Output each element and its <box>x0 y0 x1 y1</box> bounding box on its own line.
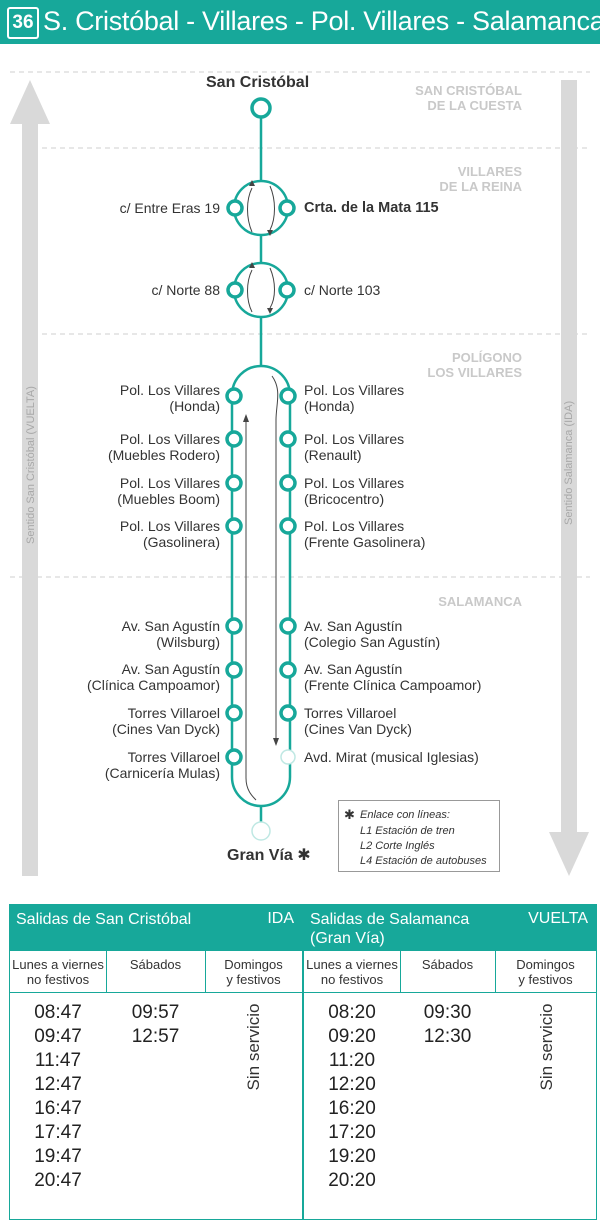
stop-markers <box>225 97 297 766</box>
right-arrow-head <box>549 832 589 876</box>
stop-marker <box>279 661 297 679</box>
left-arrow-shaft <box>22 124 38 876</box>
column-saturdays: Sábados <box>106 951 205 1219</box>
stop-left: c/ Norte 88 <box>151 282 220 298</box>
left-direction-label: Sentido San Cristóbal (VUELTA) <box>25 386 37 544</box>
timetable-header: Salidas de Salamanca(Gran Vía) VUELTA <box>304 905 596 951</box>
stop-left: Av. San Agustín(Clínica Campoamor) <box>86 661 220 693</box>
timetable-ida: Salidas de San Cristóbal IDA Lunes a vie… <box>9 904 303 1220</box>
timetable-vuelta: Salidas de Salamanca(Gran Vía) VUELTA Lu… <box>303 904 597 1220</box>
no-service-label: Sin servicio <box>244 1003 263 1091</box>
stop-marker <box>225 430 243 448</box>
timetable-title: Salidas de Salamanca(Gran Vía) <box>310 911 470 947</box>
stop-right: Av. San Agustín(Frente Clínica Campoamor… <box>304 661 482 693</box>
legend-title: Enlace con líneas: <box>360 809 450 821</box>
stop-marker <box>279 387 297 405</box>
stop-marker <box>225 387 243 405</box>
legend-line: L2 Corte Inglés <box>360 840 435 852</box>
column-header: Sábados <box>421 957 474 972</box>
stop-marker-avd-mirat <box>280 749 296 765</box>
column-saturdays: Sábados <box>400 951 495 1219</box>
stop-left: Torres Villaroel(Carnicería Mulas) <box>104 749 220 781</box>
stop-right: Crtа. de la Mata 115 <box>304 200 439 216</box>
route-diagram <box>10 71 590 876</box>
timetable-header: Salidas de San Cristóbal IDA <box>10 905 302 951</box>
stop-right: Torres Villaroel(Cines Van Dyck) <box>304 705 412 737</box>
legend-box: ✱ Enlace con líneas: L1 Estación de tren… <box>338 800 500 872</box>
stop-right: Avd. Mirat (musical Iglesias) <box>304 749 479 765</box>
stop-right: Av. San Agustín(Colegio San Agustín) <box>304 618 441 650</box>
stop-marker <box>225 474 243 492</box>
stop-marker <box>225 661 243 679</box>
stop-right: Pol. Los Villares(Frente Gasolinera) <box>304 518 426 550</box>
link-star-icon: ✱ <box>297 847 311 864</box>
direction-arrows <box>10 80 589 876</box>
inner-direction-arrows <box>245 185 279 801</box>
stop-left: Pol. Los Villares(Honda) <box>119 382 220 414</box>
link-star-icon: ✱ <box>344 807 355 822</box>
stop-marker <box>225 704 243 722</box>
stop-marker <box>278 281 296 299</box>
stop-marker-san-cristobal <box>250 97 272 119</box>
header-bar: 36 S. Cristóbal - Villares - Pol. Villar… <box>0 0 600 44</box>
stop-marker-gran-via <box>251 821 271 841</box>
no-service-label: Sin servicio <box>537 1003 556 1091</box>
right-arrow-shaft <box>561 80 577 832</box>
stop-right: Pol. Los Villares(Renault) <box>304 431 405 463</box>
legend-line: L1 Estación de tren <box>360 825 455 837</box>
stop-right: Pol. Los Villares(Honda) <box>304 382 405 414</box>
inner-arrow-heads <box>243 180 279 746</box>
stop-left: c/ Entre Eras 19 <box>119 200 220 216</box>
stop-marker <box>225 748 243 766</box>
stop-marker <box>279 430 297 448</box>
right-direction-label: Sentido Salamanca (IDA) <box>563 400 575 525</box>
stop-left: Pol. Los Villares(Muebles Boom) <box>117 475 220 507</box>
stop-marker <box>279 617 297 635</box>
timetable-title: Salidas de San Cristóbal <box>16 911 192 928</box>
stop-left: Pol. Los Villares(Gasolinera) <box>119 518 220 550</box>
stop-marker <box>225 517 243 535</box>
column-header: Sábados <box>129 957 182 972</box>
left-arrow-head <box>10 80 50 124</box>
terminal-san-cristobal: San Cristóbal <box>206 74 310 91</box>
stop-right: c/ Norte 103 <box>304 282 381 298</box>
stop-marker <box>226 281 244 299</box>
route-title: S. Cristóbal - Villares - Pol. Villares … <box>43 6 600 36</box>
light-stop-markers <box>251 749 296 841</box>
stop-marker <box>278 199 296 217</box>
legend-line: L4 Estación de autobuses <box>360 855 487 867</box>
stop-left: Pol. Los Villares(Muebles Rodero) <box>107 431 220 463</box>
stop-left: Av. San Agustín(Wilsburg) <box>121 618 220 650</box>
stop-right: Pol. Los Villares(Bricocentro) <box>304 475 405 507</box>
stop-marker <box>279 474 297 492</box>
stop-left: Torres Villaroel(Cines Van Dyck) <box>112 705 220 737</box>
timetable-direction: IDA <box>267 910 294 927</box>
stop-marker <box>279 517 297 535</box>
terminal-gran-via: Gran Vía ✱ <box>227 847 311 864</box>
stop-marker <box>225 617 243 635</box>
zone-separators <box>10 71 590 578</box>
stop-marker <box>279 704 297 722</box>
zone-label-salamanca: SALAMANCA <box>438 594 522 609</box>
line-number-badge: 36 <box>7 7 39 39</box>
stop-marker <box>226 199 244 217</box>
timetable-direction: VUELTA <box>528 910 588 927</box>
